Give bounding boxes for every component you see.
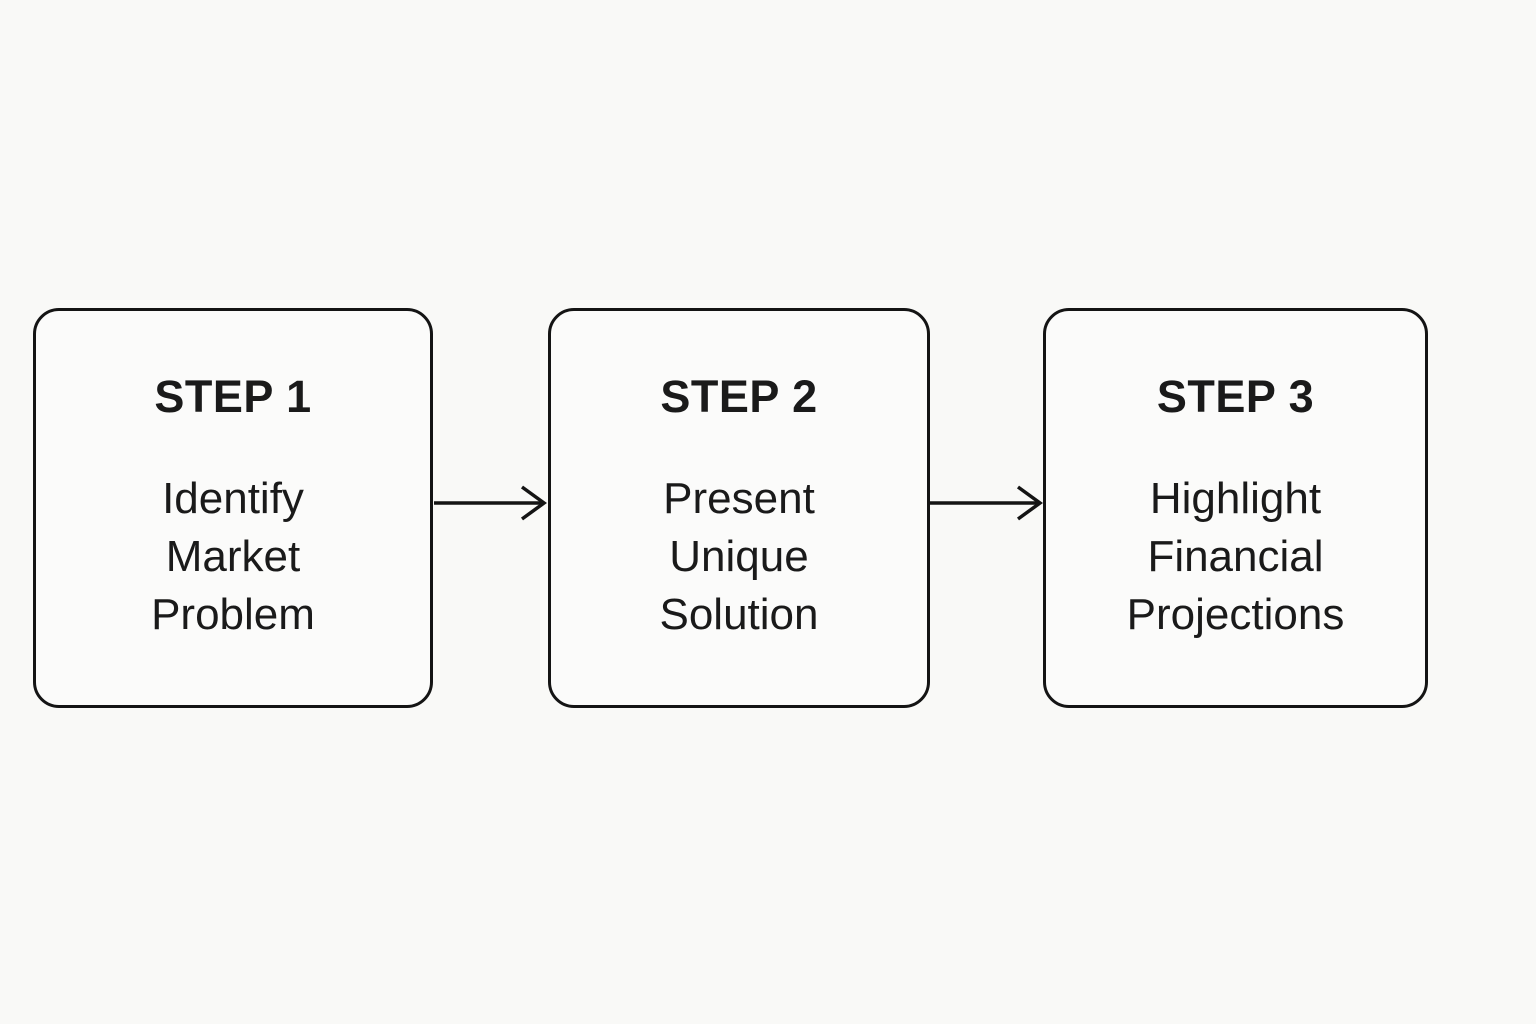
step-2-line-3: Solution [659,589,819,639]
step-1-box: STEP 1 Identify Market Problem [33,308,433,708]
step-3-line-3: Projections [1126,589,1345,639]
step-2-line-2: Unique [669,531,809,581]
step-3-description: Highlight Financial Projections [1127,470,1345,644]
step-1-label: STEP 1 [154,371,312,423]
step-1-line-3: Problem [151,589,315,639]
arrow-step1-step2-icon [434,483,548,523]
step-1-line-2: Market [165,531,301,581]
step-1-line-1: Identify [162,473,304,523]
step-3-box: STEP 3 Highlight Financial Projections [1043,308,1428,708]
step-3-label: STEP 3 [1156,371,1315,423]
step-2-box: STEP 2 Present Unique Solution [548,308,930,708]
step-3-line-1: Highlight [1149,473,1322,523]
step-3-line-2: Financial [1147,531,1324,581]
step-2-description: Present Unique Solution [659,470,818,644]
arrow-step2-step3-icon [930,483,1044,523]
step-2-label: STEP 2 [660,371,818,423]
step-1-description: Identify Market Problem [151,470,315,644]
step-2-line-1: Present [663,473,815,523]
